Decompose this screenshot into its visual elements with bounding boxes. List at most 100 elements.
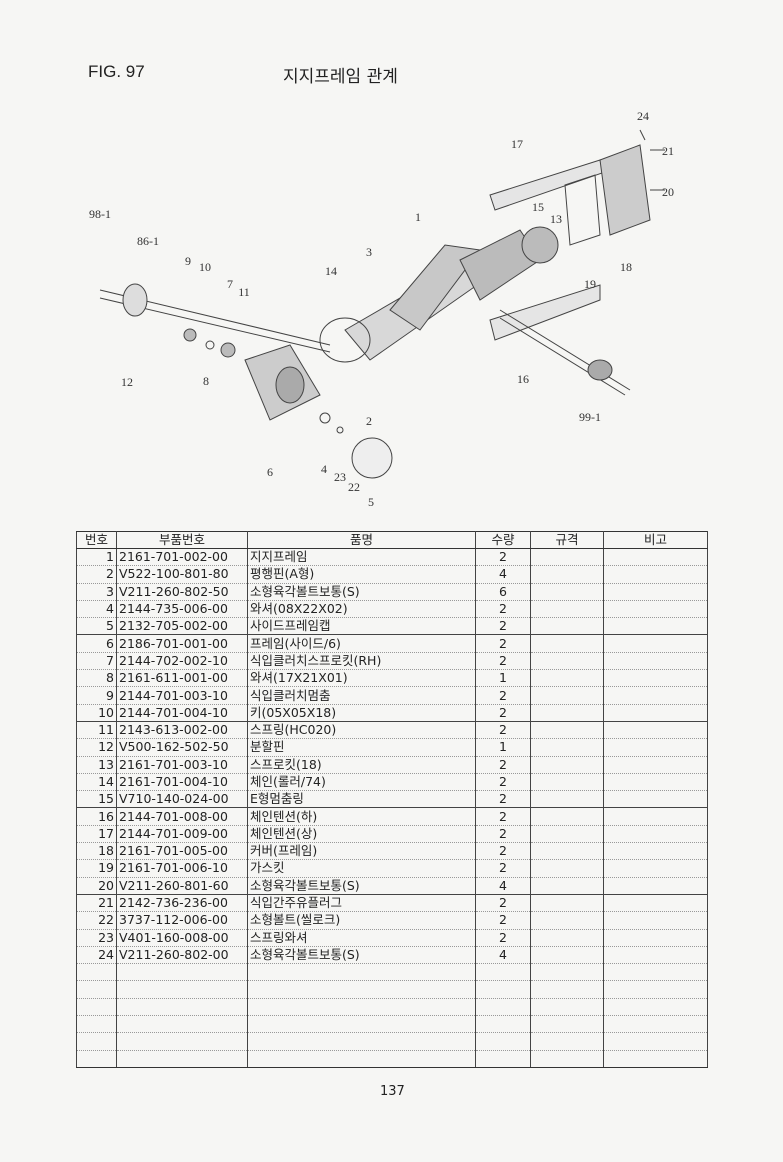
cell-part-number: 2144-701-004-10 [116, 704, 248, 722]
table-row [76, 963, 708, 982]
cell-qty: 2 [475, 859, 531, 878]
cell-no: 3 [76, 583, 117, 601]
cell-no: 17 [76, 825, 117, 844]
cell-remarks [603, 600, 708, 619]
cell-part-number: 2161-701-006-10 [116, 859, 248, 878]
callout-label: 11 [238, 285, 250, 299]
cell-part-name: 커버(프레임) [247, 842, 476, 861]
cell-part-number [116, 1032, 248, 1051]
cell-remarks [603, 773, 708, 792]
cell-qty: 4 [475, 565, 531, 584]
callout-label: 13 [550, 212, 562, 226]
cell-part-number: 2144-702-002-10 [116, 652, 248, 671]
callout-label: 16 [517, 372, 529, 386]
cell-part-name: 체인텐션(하) [247, 807, 476, 826]
cell-no: 11 [76, 721, 117, 740]
cell-spec [530, 548, 604, 567]
cell-part-name: 스프링와셔 [247, 929, 476, 947]
cell-qty: 6 [475, 583, 531, 601]
callout-label: 5 [368, 495, 374, 509]
callout-label: 7 [227, 277, 233, 291]
cell-spec [530, 565, 604, 584]
cell-part-number: V211-260-802-50 [116, 583, 248, 601]
callout-label: 19 [584, 277, 596, 291]
cell-remarks [603, 652, 708, 671]
callout-label: 98-1 [89, 207, 111, 221]
cell-spec [530, 807, 604, 826]
table-row [76, 998, 708, 1017]
callout-label: 12 [121, 375, 133, 389]
cell-part-number [116, 980, 248, 999]
cell-part-number: 2161-701-005-00 [116, 842, 248, 861]
cell-qty: 2 [475, 825, 531, 844]
cell-part-number: 2132-705-002-00 [116, 617, 248, 636]
cell-part-number: 2186-701-001-00 [116, 634, 248, 653]
cell-spec [530, 1032, 604, 1051]
cell-no: 20 [76, 877, 117, 895]
cell-spec [530, 583, 604, 601]
cell-no: 23 [76, 929, 117, 947]
cell-remarks [603, 704, 708, 722]
cell-spec [530, 1050, 604, 1068]
table-row [76, 1032, 708, 1051]
cell-part-name: 식입클러치스프로킷(RH) [247, 652, 476, 671]
cell-remarks [603, 877, 708, 895]
col-qty: 수량 [475, 531, 531, 549]
cell-part-number: V401-160-008-00 [116, 929, 248, 947]
cell-no: 2 [76, 565, 117, 584]
cell-part-number: 3737-112-006-00 [116, 911, 248, 930]
callout-label: 6 [267, 465, 273, 479]
cell-no [76, 998, 117, 1017]
callout-label: 21 [662, 144, 674, 158]
cell-remarks [603, 669, 708, 688]
cell-no: 15 [76, 790, 117, 809]
callout-label: 1 [415, 210, 421, 224]
callout-label: 86-1 [137, 234, 159, 248]
table-header: 번호 부품번호 품명 수량 규격 비고 [76, 531, 708, 549]
cell-part-number [116, 998, 248, 1017]
cell-qty: 4 [475, 877, 531, 895]
cell-remarks [603, 980, 708, 999]
cell-qty: 2 [475, 894, 531, 913]
cell-qty: 2 [475, 548, 531, 567]
callout-label: 8 [203, 374, 209, 388]
callout-label: 9 [185, 254, 191, 268]
cell-spec [530, 721, 604, 740]
callout-label: 99-1 [579, 410, 601, 424]
cell-remarks [603, 825, 708, 844]
cell-no: 5 [76, 617, 117, 636]
cell-no: 21 [76, 894, 117, 913]
cell-qty: 2 [475, 807, 531, 826]
cell-remarks [603, 963, 708, 982]
cell-qty: 2 [475, 600, 531, 619]
cell-no: 18 [76, 842, 117, 861]
cell-part-number: V710-140-024-00 [116, 790, 248, 809]
cell-part-name: 키(05X05X18) [247, 704, 476, 722]
callout-label: 23 [334, 470, 346, 484]
cell-spec [530, 617, 604, 636]
cell-part-number: 2144-701-003-10 [116, 686, 248, 705]
cell-no: 9 [76, 686, 117, 705]
cell-no: 24 [76, 946, 117, 965]
cell-part-name: 와셔(08X22X02) [247, 600, 476, 619]
col-part-number: 부품번호 [116, 531, 248, 549]
cell-remarks [603, 617, 708, 636]
callout-label: 2 [366, 414, 372, 428]
callout-label: 22 [348, 480, 360, 494]
cell-part-name: 식입클러치멈춤 [247, 686, 476, 705]
cell-remarks [603, 807, 708, 826]
cell-qty: 1 [475, 738, 531, 757]
cell-no: 13 [76, 756, 117, 774]
cell-qty: 2 [475, 652, 531, 671]
